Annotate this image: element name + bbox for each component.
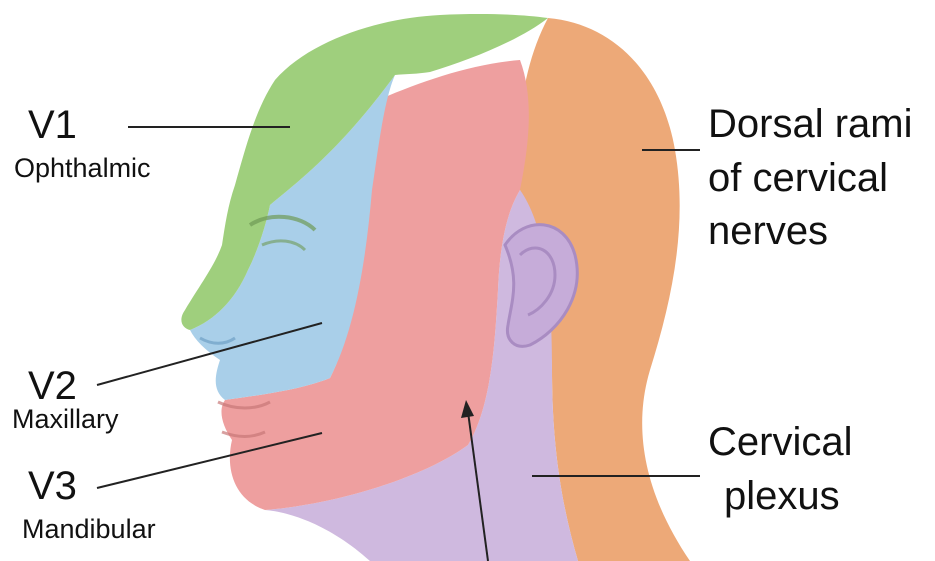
v1-code-label: V1 (28, 105, 77, 145)
dorsal-rami-label-line2: of cervical (708, 158, 888, 198)
cervical-plexus-label-line2: plexus (724, 476, 840, 516)
v2-name-label: Maxillary (12, 406, 119, 433)
v3-name-label: Mandibular (22, 516, 156, 543)
v1-name-label: Ophthalmic (14, 155, 151, 182)
dorsal-rami-label-line3: nerves (708, 211, 828, 251)
v2-code-label: V2 (28, 366, 77, 406)
dorsal-rami-label-line1: Dorsal rami (708, 104, 912, 144)
v3-code-label: V3 (28, 466, 77, 506)
cervical-plexus-label-line1: Cervical (708, 422, 852, 462)
